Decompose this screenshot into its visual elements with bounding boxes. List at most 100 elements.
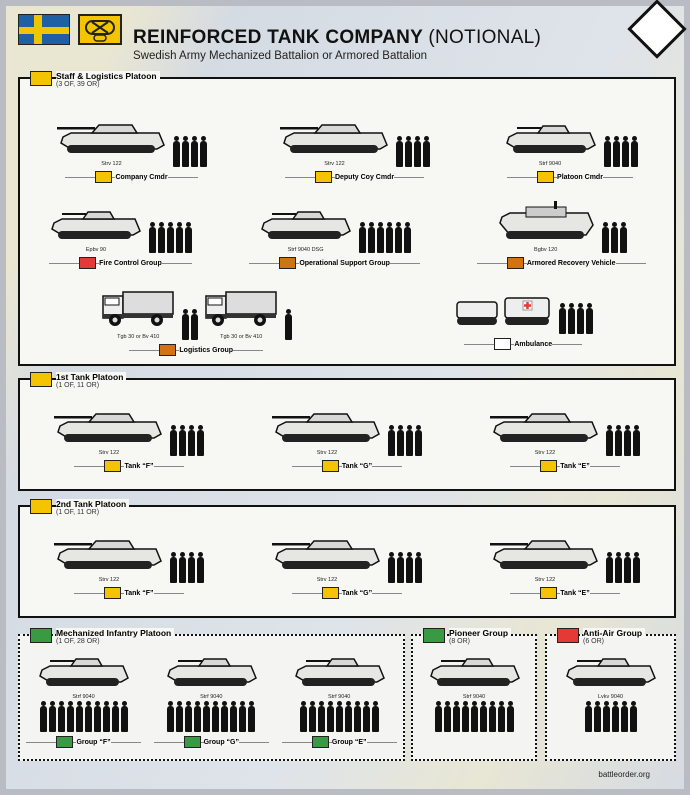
soldier-icon [197,552,204,583]
soldier-icon [422,136,430,167]
vehicle-model: Strv 122 [534,450,556,456]
unit-symbol-icon [30,71,52,86]
soldier-icon [176,701,184,732]
unit-symbol-icon [104,587,122,599]
soldier-icon [75,701,83,732]
soldier-icon [406,425,413,456]
crew-figures [606,552,640,583]
title-text: REINFORCED TANK COMPANY [133,27,423,48]
soldier-icon [415,552,422,583]
section-mech: Mechanized Infantry Platoon(1 OF, 28 OR)… [18,628,405,761]
crew-figures [284,309,292,340]
section-staff: Staff & Logistics Platoon(3 OF, 39 OR)St… [18,71,676,366]
soldier-icon [586,303,594,334]
unit-label-text: Deputy Coy Cmdr [334,173,395,181]
vehicle-tank-icon [490,404,600,449]
soldier-icon [615,552,622,583]
vehicle-ifv: Strf 9040 [503,115,598,167]
soldier-icon [167,222,175,253]
vehicle-tank: Strv 122 [490,531,600,583]
vehicle-model: Tgb 30 or Bv 410 [117,334,160,340]
unit-label: Group “F” [26,736,141,748]
crew-figures [181,309,198,340]
unit-symbol-icon [537,171,555,183]
soldier-icon [470,701,478,732]
vehicle-bv [453,288,553,334]
armor-company-symbol-icon [78,14,122,45]
unit-label-text: Tank “E” [560,462,590,470]
vehicle-ifv-icon [258,201,353,246]
unit-symbol-icon [183,736,201,748]
vehicle-ifv-icon [36,648,131,693]
vehicle-tank: Strv 122 [54,531,164,583]
soldier-icon [158,222,166,253]
soldier-icon [404,136,412,167]
unit-symbol-icon [540,460,558,472]
unit-group: Ambulance [453,288,594,356]
unit-label: Group “G” [153,736,270,748]
soldier-icon [353,701,361,732]
unit-label: Logistics Group [129,344,263,356]
unit-label-text: Group “G” [203,738,239,746]
soldier-icon [606,552,613,583]
unit-symbol-icon [30,499,52,514]
vehicle-model: Strv 122 [98,577,120,583]
section-title: 2nd Tank Platoon [56,499,130,509]
vehicle-truck: Tgb 30 or Bv 410 [101,288,176,340]
unit-label: Deputy Coy Cmdr [284,171,425,183]
vehicle-tank-icon [490,531,600,576]
unit-label-text: Fire Control Group [99,259,162,267]
soldier-icon [593,701,601,732]
soldier-icon [344,701,352,732]
vehicle-model: Epbv 90 [85,247,107,253]
soldier-icon [488,701,496,732]
soldier-icon [185,222,193,253]
soldier-icon [170,552,177,583]
soldier-icon [170,425,177,456]
crew-figures [170,425,204,456]
vehicle-tank: Strv 122 [279,115,390,167]
soldier-icon [239,701,247,732]
vehicle-ifv-icon [503,115,598,160]
soldier-icon [102,701,110,732]
footer-source: battleorder.org [598,770,650,779]
crew-figures [584,701,637,732]
soldier-icon [568,303,576,334]
soldier-icon [57,701,65,732]
soldier-icon [190,309,198,340]
soldier-icon [620,701,628,732]
sweden-flag-icon [18,14,70,45]
soldier-icon [629,701,637,732]
soldier-icon [199,136,207,167]
crew-figures [603,136,638,167]
soldier-icon [559,303,567,334]
soldier-icon [181,136,189,167]
unit-label-text: Tank “G” [341,462,373,470]
soldier-icon [371,701,379,732]
soldier-icon [317,701,325,732]
soldier-icon [603,136,611,167]
section-strength: (8 OR) [449,638,470,645]
vehicle-tank: Strv 122 [272,404,382,456]
soldier-icon [606,425,613,456]
vehicle-ifv-icon [427,648,522,693]
soldier-icon [506,701,514,732]
vehicle-ifv: Strf 9040 [427,648,522,700]
title-suffix: (NOTIONAL) [428,27,542,48]
section-title: Anti-Air Group [583,628,646,638]
section-header: 2nd Tank Platoon(1 OF, 11 OR) [30,499,130,516]
soldier-icon [497,701,505,732]
crew-figures [395,136,430,167]
unit-symbol-icon [557,628,579,643]
vehicle-model: Strv 122 [324,161,345,167]
